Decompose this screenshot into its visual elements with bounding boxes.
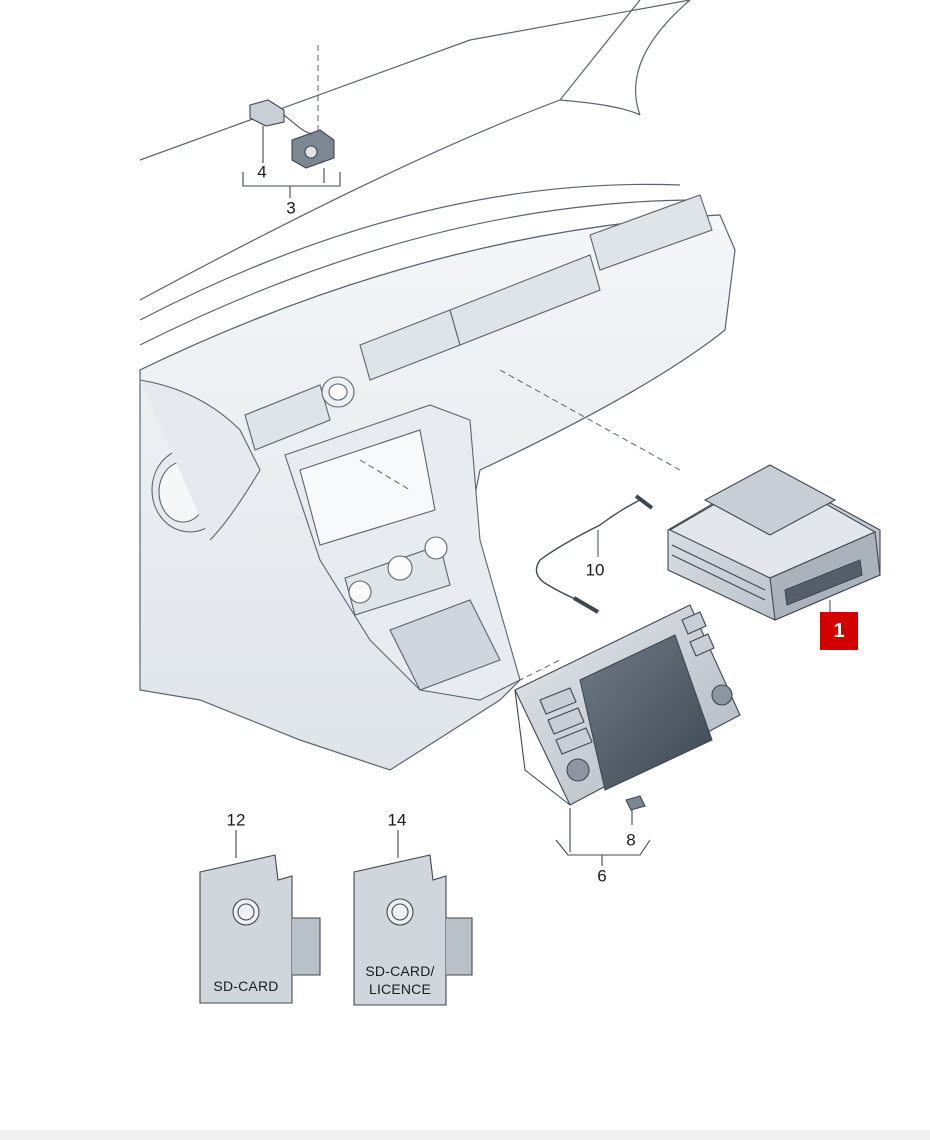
steering-column bbox=[139, 379, 261, 541]
part-sensor-assembly bbox=[249, 99, 335, 169]
callout-8[interactable]: 8 bbox=[626, 830, 636, 850]
sd-card-booklet-14 bbox=[353, 830, 473, 1006]
callout-14[interactable]: 14 bbox=[387, 810, 407, 830]
sd-card-booklet-12 bbox=[199, 830, 321, 1004]
leader-lines bbox=[317, 45, 681, 691]
callout-10[interactable]: 10 bbox=[585, 560, 605, 580]
sd-licence-label-line2: LICENCE bbox=[368, 981, 432, 997]
highlighted-part-badge[interactable]: 1 bbox=[820, 612, 858, 650]
center-console bbox=[284, 404, 521, 701]
bracket-6 bbox=[555, 808, 651, 866]
part-display-unit bbox=[514, 604, 741, 806]
sd-licence-label-line1: SD-CARD/ bbox=[365, 963, 435, 979]
callout-12[interactable]: 12 bbox=[226, 810, 246, 830]
part-cable-10 bbox=[535, 494, 654, 614]
bracket-3 bbox=[242, 126, 341, 198]
footer-strip bbox=[0, 1130, 930, 1140]
callout-3[interactable]: 3 bbox=[286, 198, 296, 218]
part-radio-unit bbox=[667, 464, 881, 621]
air-vents bbox=[244, 194, 713, 451]
callout-4[interactable]: 4 bbox=[257, 162, 267, 182]
part-clip-8 bbox=[625, 795, 646, 825]
callout-6[interactable]: 6 bbox=[597, 866, 607, 886]
sd-card-label: SD-CARD bbox=[213, 978, 279, 994]
